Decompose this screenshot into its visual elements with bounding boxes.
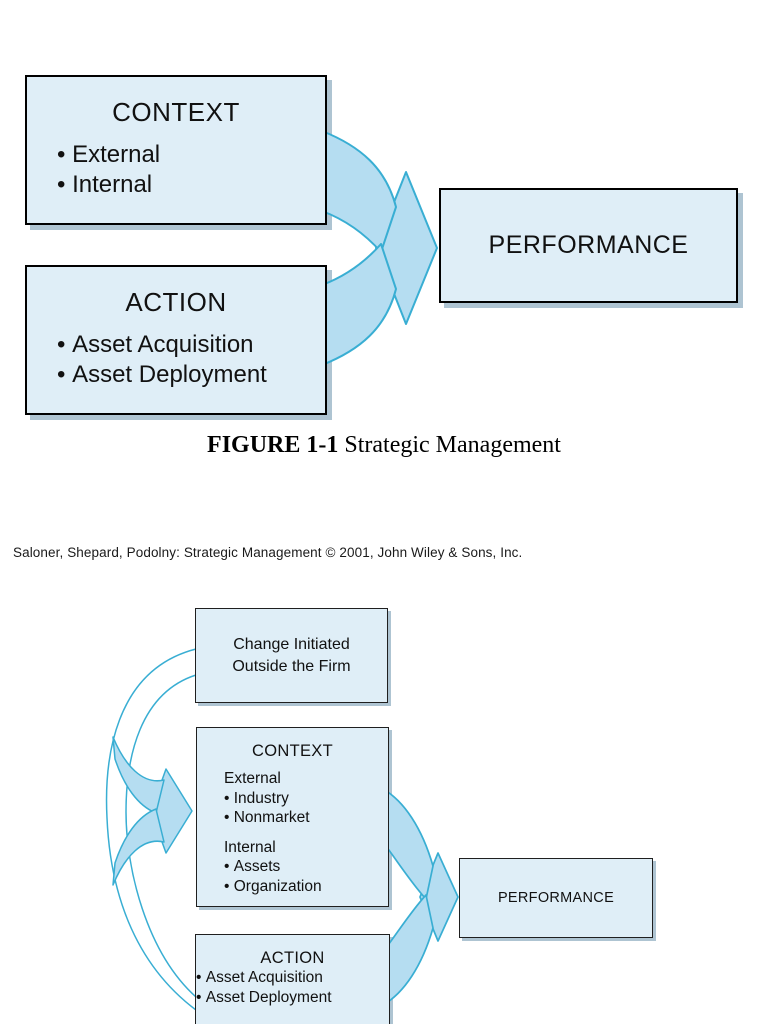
fig1-action-box: ACTION Asset Acquisition Asset Deploymen… — [25, 265, 327, 415]
fig2-context-heading-internal: Internal — [224, 838, 276, 856]
fig2-change-box: Change Initiated Outside the Firm — [195, 608, 388, 703]
fig1-merge-arrow-icon — [321, 130, 438, 366]
bullet-item: Asset Deployment — [57, 360, 325, 390]
fig1-performance-box: PERFORMANCE — [439, 188, 738, 303]
fig1-context-title: CONTEXT — [112, 97, 240, 127]
figure-caption-text: Strategic Management — [344, 432, 561, 458]
fig2-context-external-list: Industry Nonmarket — [224, 789, 388, 828]
bullet-item: Internal — [57, 170, 325, 200]
bullet-item: Industry — [224, 789, 388, 809]
fig2-change-label: Change Initiated Outside the Firm — [232, 634, 350, 678]
figure-caption-number: FIGURE 1-1 — [207, 432, 339, 458]
bullet-item: Asset Acquisition — [196, 968, 389, 988]
fig1-performance-label: PERFORMANCE — [488, 231, 689, 259]
bullet-item: Asset Acquisition — [57, 330, 325, 360]
fig1-context-box: CONTEXT External Internal — [25, 75, 327, 225]
fig2-change-line1: Change Initiated — [233, 635, 350, 653]
fig2-context-box: CONTEXT External Industry Nonmarket Inte… — [196, 727, 389, 907]
fig2-performance-box: PERFORMANCE — [459, 858, 653, 938]
figure-caption: FIGURE 1-1 Strategic Management — [0, 432, 768, 459]
fig2-performance-label: PERFORMANCE — [497, 890, 615, 906]
fig2-context-heading-external: External — [224, 770, 281, 787]
fig1-action-list: Asset Acquisition Asset Deployment — [27, 330, 325, 390]
bullet-item: Organization — [224, 877, 388, 897]
fig2-feedback-arrow-icon — [105, 648, 197, 1011]
fig2-context-internal-list: Assets Organization — [224, 857, 388, 896]
fig2-merge-arrow-icon — [382, 788, 459, 1006]
fig1-context-list: External Internal — [27, 140, 325, 200]
attribution-text: Saloner, Shepard, Podolny: Strategic Man… — [13, 545, 523, 560]
fig2-change-line2: Outside the Firm — [232, 657, 351, 675]
fig2-action-list: Asset Acquisition Asset Deployment — [196, 968, 389, 1007]
bullet-item: Asset Deployment — [196, 988, 389, 1008]
fig2-context-title: CONTEXT — [252, 742, 333, 760]
fig2-context-body: External Industry Nonmarket Internal Ass… — [197, 769, 388, 896]
fig1-action-title: ACTION — [125, 287, 227, 317]
bullet-item: External — [57, 140, 325, 170]
fig2-action-box: ACTION Asset Acquisition Asset Deploymen… — [195, 934, 390, 1024]
fig2-action-title: ACTION — [260, 949, 325, 967]
bullet-item: Assets — [224, 857, 388, 877]
bullet-item: Nonmarket — [224, 808, 388, 828]
